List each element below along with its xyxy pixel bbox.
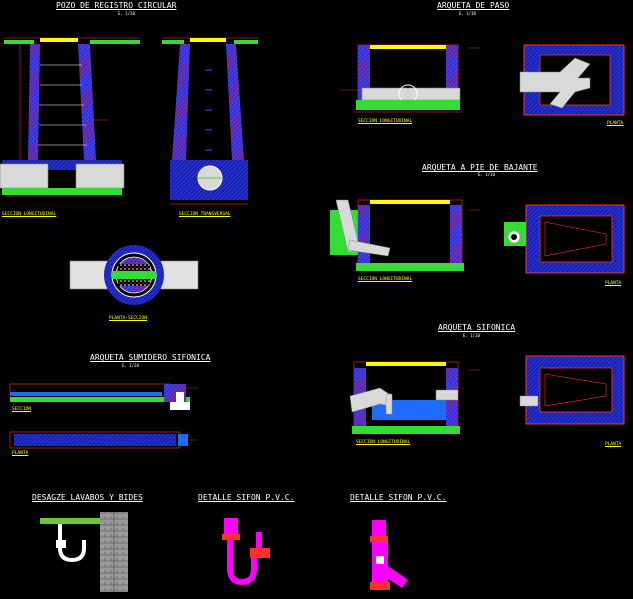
cover [370,200,450,204]
well-wall-left [28,44,40,160]
sink-outlet [224,518,238,534]
sifon-detail-2 [370,520,408,590]
arqueta-sifonica-planta [519,355,625,425]
caption-pozo-seccion-longitudinal: SECCION LONGITUDINAL [2,212,57,217]
pipe-right [75,163,125,189]
manhole-cover [190,38,226,42]
well-wall-right [78,44,96,160]
arqueta-bajante-seccion [330,199,464,271]
scale-sumidero: E. 1/20 [122,363,139,368]
concrete-bed [352,426,460,434]
outlet-pipe [435,389,459,401]
cover [366,362,446,366]
outlet-branch [384,566,408,588]
pipe [361,87,461,101]
scale-pozo: E. 1/20 [118,11,135,16]
title-arqueta-paso: ARQUETA DE PASO [437,1,510,10]
concrete-bed [356,263,464,271]
manhole-cover [40,38,78,42]
arqueta-bajante-planta [504,204,625,274]
leader-lines [92,47,480,441]
sumidero-seccion [9,383,190,410]
pozo-seccion-longitudinal [0,37,140,197]
well-steps [205,69,212,151]
caption-sumidero-seccion: SECCION [12,407,31,412]
caption-pozo-seccion-transversal: SECCION TRANSVERSAL [179,212,231,217]
pozo-planta-seccion [69,245,199,305]
title-sifon-2: DETALLE SIFON P.V.C. [350,493,447,502]
caption-paso-planta: PLANTA [607,121,624,126]
caption-bajante-planta: PLANTA [605,281,622,286]
title-sifon-1: DETALLE SIFON P.V.C. [198,493,295,502]
caption-planta-seccion: PLANTA-SECCION [109,316,147,321]
channel-water [10,392,162,396]
scale-arqueta-bajante: E. 1/10 [478,172,495,177]
drain-pipe [40,518,100,524]
ground-slab-left [4,40,34,44]
arqueta-paso-planta [519,44,625,116]
scale-arqueta-paso: E. 1/10 [459,11,476,16]
well-rungs [38,64,87,146]
trap-pipe [58,524,86,563]
caption-sifonica-planta: PLANTA [605,442,622,447]
concrete-bed [2,188,122,195]
title-pozo: POZO DE REGISTRO CIRCULAR [56,1,177,10]
caption-bajante-seccion: SECCION LONGITUDINAL [358,277,413,282]
sink-outlet [372,520,386,536]
title-arqueta-bajante: ARQUETA A PIE DE BAJANTE [422,163,538,172]
trap-u [227,540,257,586]
title-arqueta-sifonica: ARQUETA SIFONICA [438,323,516,332]
channel [112,271,156,279]
desague-detail [40,512,128,592]
pipe-junction [519,57,591,109]
pipe-left [0,163,49,189]
caption-sumidero-planta: PLANTA [12,451,29,456]
concrete-bed [356,100,460,110]
caption-sifonica-seccion: SECCION LONGITUDINAL [356,440,411,445]
arqueta-paso-seccion [354,44,462,113]
well-wall-right [226,44,244,160]
concrete-bed [10,397,190,402]
sifon-detail-1 [222,518,270,586]
well-wall-left [172,44,190,160]
title-desague: DESAGZE LAVABOS Y BIDES [32,493,143,502]
caption-paso-seccion: SECCION LONGITUDINAL [358,119,413,124]
cover [370,45,446,49]
base-slab [2,160,122,170]
grate [14,434,176,446]
scale-arqueta-sifonica: E. 1/10 [463,333,480,338]
title-sumidero: ARQUETA SUMIDERO SIFONICA [90,353,211,362]
ground-slab-right [90,40,140,44]
arqueta-sifonica-seccion [349,361,460,434]
pozo-seccion-transversal [162,37,258,205]
sumidero-planta [9,431,188,449]
